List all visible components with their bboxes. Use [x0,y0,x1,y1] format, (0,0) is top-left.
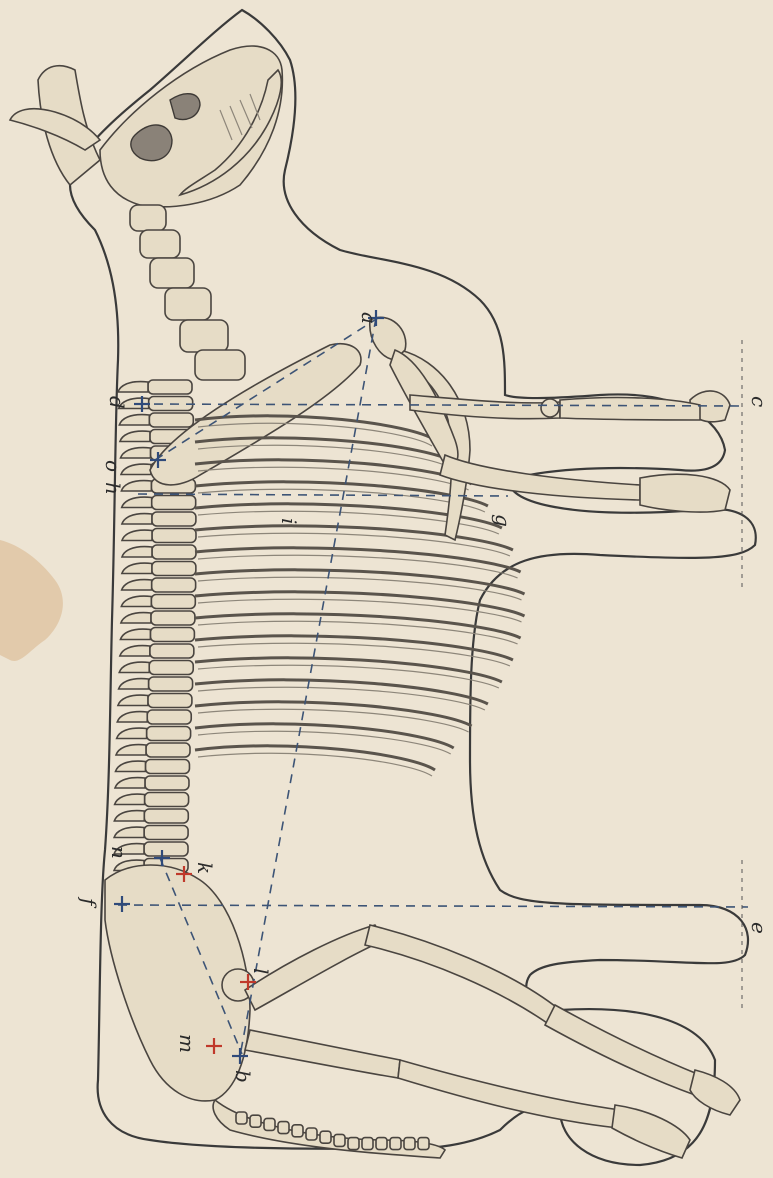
spinous-process [119,415,149,425]
spinous-process [122,530,152,540]
spinous-process [114,827,144,837]
rib [195,570,525,594]
label-l: l [249,968,273,974]
tail-vertebra [376,1138,387,1150]
spinous-process [120,629,150,639]
vertebra [150,628,194,642]
tail-vertebra [404,1138,415,1150]
spinous-process [120,448,150,458]
vertebra [147,710,191,724]
label-b: b [231,1070,255,1083]
vertebra [148,380,192,394]
spinous-process [117,712,147,722]
tail-vertebra [264,1118,275,1130]
vertebra [151,611,195,625]
rib [195,592,525,616]
spinous-process [121,613,151,623]
label-m: m [175,1034,199,1053]
rib [195,680,488,704]
spinous-process [120,431,150,441]
tail-vertebra [418,1138,429,1150]
spinous-process [114,811,144,821]
spinous-process [117,728,147,738]
label-c: c [747,396,771,407]
rib [195,460,472,484]
vertebra [152,529,196,543]
tail-vertebra [292,1125,303,1137]
tail-vertebra [334,1134,345,1146]
vertebra [145,776,189,790]
paper-stain [0,540,63,661]
tail-vertebra [348,1138,359,1150]
label-h: h [101,482,125,495]
spinous-process [115,794,145,804]
label-f: f [77,896,101,909]
rib [195,614,521,638]
spinous-process [122,563,152,573]
vertebra [152,512,196,526]
tail-vertebra [278,1122,289,1134]
vertebra [152,562,196,576]
tail-vertebra [390,1138,401,1150]
spinous-process [115,761,145,771]
spinous-process [119,679,149,689]
vertebra [144,809,188,823]
label-i: i [277,518,301,524]
label-k: k [193,862,217,874]
label-a: a [357,312,381,324]
spinous-process [119,662,149,672]
tail-vertebra [306,1128,317,1140]
vertebra [150,644,194,658]
tail-vertebra [362,1138,373,1150]
vertebra [144,826,188,840]
spinous-process [122,547,152,557]
rib [195,724,454,748]
vertebra [145,760,189,774]
rib [195,548,521,572]
neck-vertebrae [130,205,245,380]
spinous-process [121,596,151,606]
rib [195,702,472,726]
tail-vertebra [236,1112,247,1124]
rib [195,746,435,770]
vertebra [145,793,189,807]
spinous-process [120,646,150,656]
label-d: d [105,396,129,409]
vertebra [152,496,196,510]
label-n: n [107,846,131,859]
rib [195,636,513,660]
spinous-process [122,514,152,524]
rib [195,658,502,682]
vertebra [149,661,193,675]
spinous-process [118,382,148,392]
spinous-process [115,778,145,788]
vertebra [152,545,196,559]
label-g: g [491,514,515,527]
rib [195,526,513,550]
spinous-process [122,497,152,507]
vertebra [151,595,195,609]
spinous-process [122,580,152,590]
spinous-process [116,745,146,755]
vertebra [146,743,190,757]
vertebra [149,677,193,691]
vertebra [149,413,193,427]
tail-vertebra [250,1115,261,1127]
tail-vertebra [320,1131,331,1143]
label-o: o [101,460,125,472]
vertebra [148,694,192,708]
vertebra [144,842,188,856]
vertebra [152,578,196,592]
label-e: e [747,922,771,934]
spinous-process [118,695,148,705]
vertebra [147,727,191,741]
